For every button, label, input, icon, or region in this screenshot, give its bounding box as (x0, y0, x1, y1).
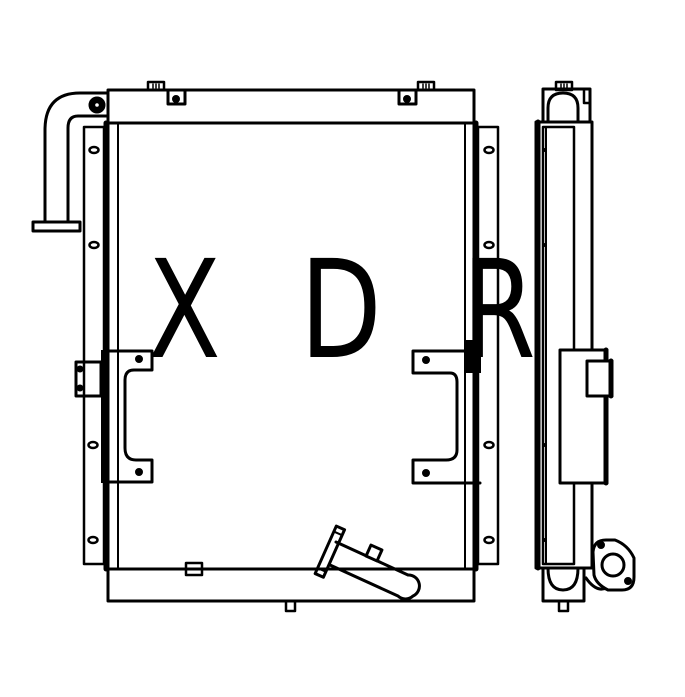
side-view (534, 80, 636, 613)
left-mounting-bracket (101, 349, 154, 484)
side-bracket (558, 347, 614, 486)
top-lug-left (166, 88, 187, 106)
left-side-clip (74, 360, 103, 398)
top-tank (106, 88, 476, 125)
top-tank-tab-right (416, 80, 436, 92)
side-core-marks (543, 148, 547, 542)
bottom-tank-drain-plug (284, 599, 297, 613)
inlet-pipe-flange (31, 220, 82, 233)
inlet-elbow-pipe (31, 91, 110, 233)
bottom-tank-sensor (184, 561, 204, 577)
top-lug-right (397, 88, 418, 106)
outlet-pipe-clamp (364, 543, 384, 563)
top-tank-tab-left (146, 80, 166, 92)
outlet-pipe (313, 524, 421, 601)
right-mounting-bracket (411, 340, 482, 485)
flange-bore (600, 552, 626, 578)
radiator-core (106, 121, 476, 571)
side-core (541, 125, 576, 566)
left-side-plate-holes (87, 145, 100, 545)
side-body (534, 120, 594, 570)
front-view (31, 80, 500, 613)
right-side-plate-holes (483, 145, 495, 545)
side-top-cap (541, 80, 592, 124)
side-outlet-flange (584, 538, 636, 592)
left-side-plate (82, 125, 106, 566)
side-bottom-cap (541, 566, 586, 613)
